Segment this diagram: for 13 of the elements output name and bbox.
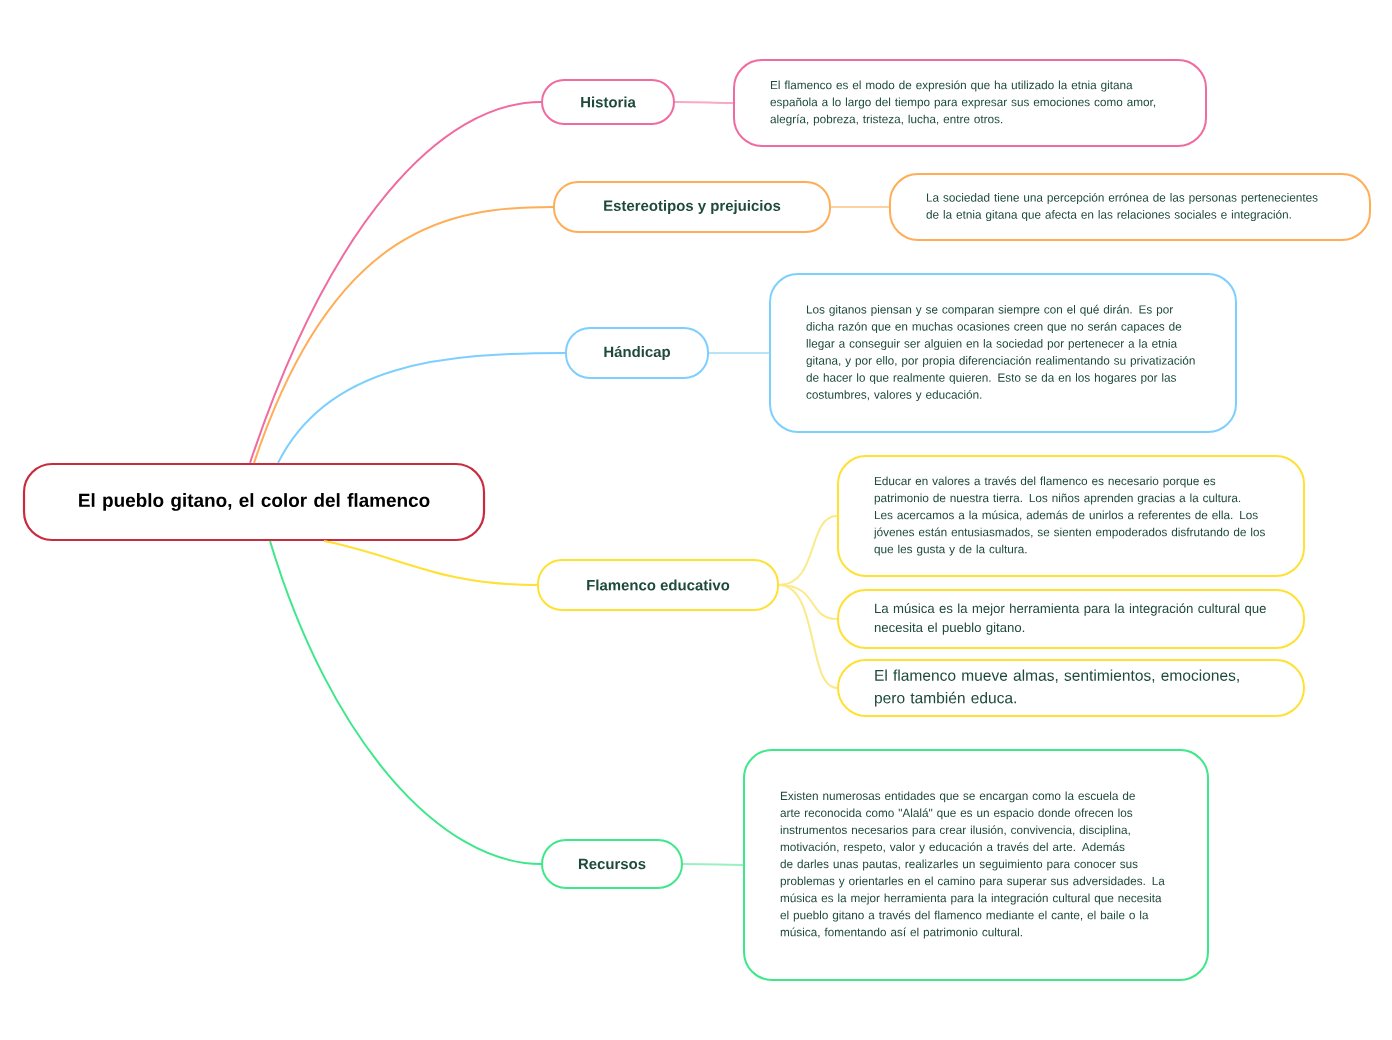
connector bbox=[323, 540, 538, 586]
connector bbox=[249, 101, 542, 464]
connector bbox=[682, 863, 744, 866]
connector bbox=[269, 540, 542, 865]
central-topic-box: El pueblo gitano, el color del flamenco bbox=[22, 462, 486, 542]
connector bbox=[277, 352, 566, 464]
connector bbox=[708, 352, 770, 354]
connector bbox=[778, 584, 838, 620]
connector bbox=[830, 206, 890, 208]
connector bbox=[674, 101, 734, 104]
connector bbox=[778, 584, 838, 689]
connector bbox=[778, 515, 838, 586]
connector bbox=[253, 206, 554, 464]
